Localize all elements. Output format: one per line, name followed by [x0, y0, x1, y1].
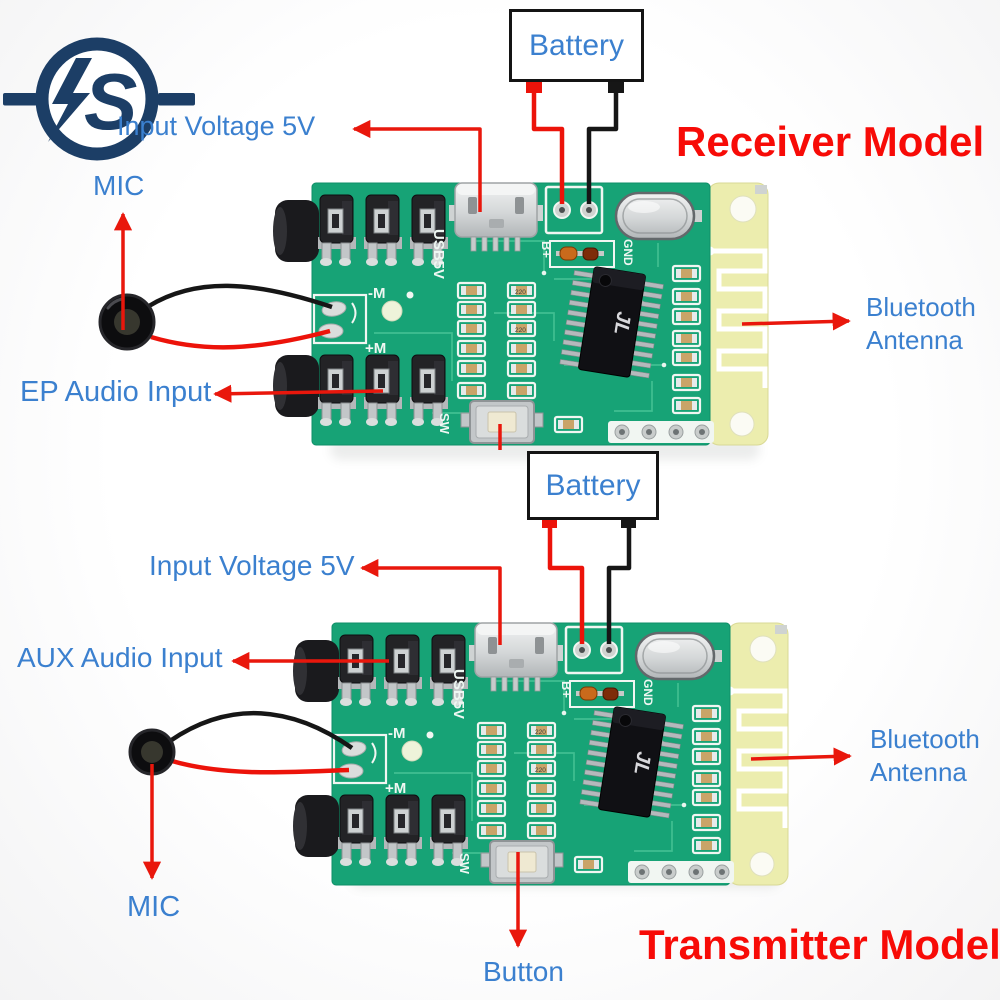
- microphone-receiver: [98, 283, 333, 351]
- arrow-input-voltage-transmitter: [360, 558, 502, 645]
- mic-label-receiver: MIC: [93, 170, 145, 201]
- arrow-ep-audio-input: [213, 384, 384, 403]
- bluetooth-antenna-label-receiver: Bluetooth Antenna: [866, 292, 976, 356]
- battery1-red-wire: [531, 90, 565, 204]
- mic2-black-wire: [168, 710, 354, 750]
- battery-label: Battery: [545, 468, 641, 502]
- microphone-transmitter: [128, 710, 354, 776]
- mic-label-transmitter: MIC: [127, 891, 181, 923]
- battery-box-transmitter: Battery: [527, 451, 659, 520]
- input-voltage-label-receiver: Input Voltage 5V: [117, 111, 316, 141]
- receiver-board: [273, 183, 768, 445]
- bluetooth-antenna-label-transmitter: Bluetooth Antenna: [870, 724, 980, 788]
- button-label: Button: [483, 956, 564, 987]
- lightning-bolt-icon: [48, 58, 92, 142]
- aux-audio-input-label: AUX Audio Input: [17, 642, 223, 673]
- logo-letter: S: [84, 57, 137, 146]
- arrow-bluetooth-antenna-receiver: [741, 312, 851, 331]
- input-voltage-label-transmitter: Input Voltage 5V: [149, 550, 355, 581]
- mic1-black-wire: [147, 283, 333, 310]
- battery-box-receiver: Battery: [509, 9, 644, 82]
- battery1-black-wire: [586, 90, 619, 204]
- battery2-red-wire: [547, 516, 585, 644]
- arrow-input-voltage-receiver: [352, 119, 482, 212]
- ep-audio-input-label: EP Audio Input: [20, 376, 212, 408]
- arrow-bluetooth-antenna-transmitter: [750, 747, 852, 766]
- receiver-model-title: Receiver Model: [676, 118, 985, 165]
- battery-label: Battery: [528, 28, 625, 62]
- transmitter-model-title: Transmitter Model: [639, 921, 1000, 968]
- battery2-black-wire: [606, 516, 632, 644]
- mic1-red-wire: [150, 328, 331, 350]
- mic2-red-wire: [171, 758, 350, 775]
- annotation-arrows: [113, 119, 852, 948]
- brand-logo: S: [3, 37, 195, 161]
